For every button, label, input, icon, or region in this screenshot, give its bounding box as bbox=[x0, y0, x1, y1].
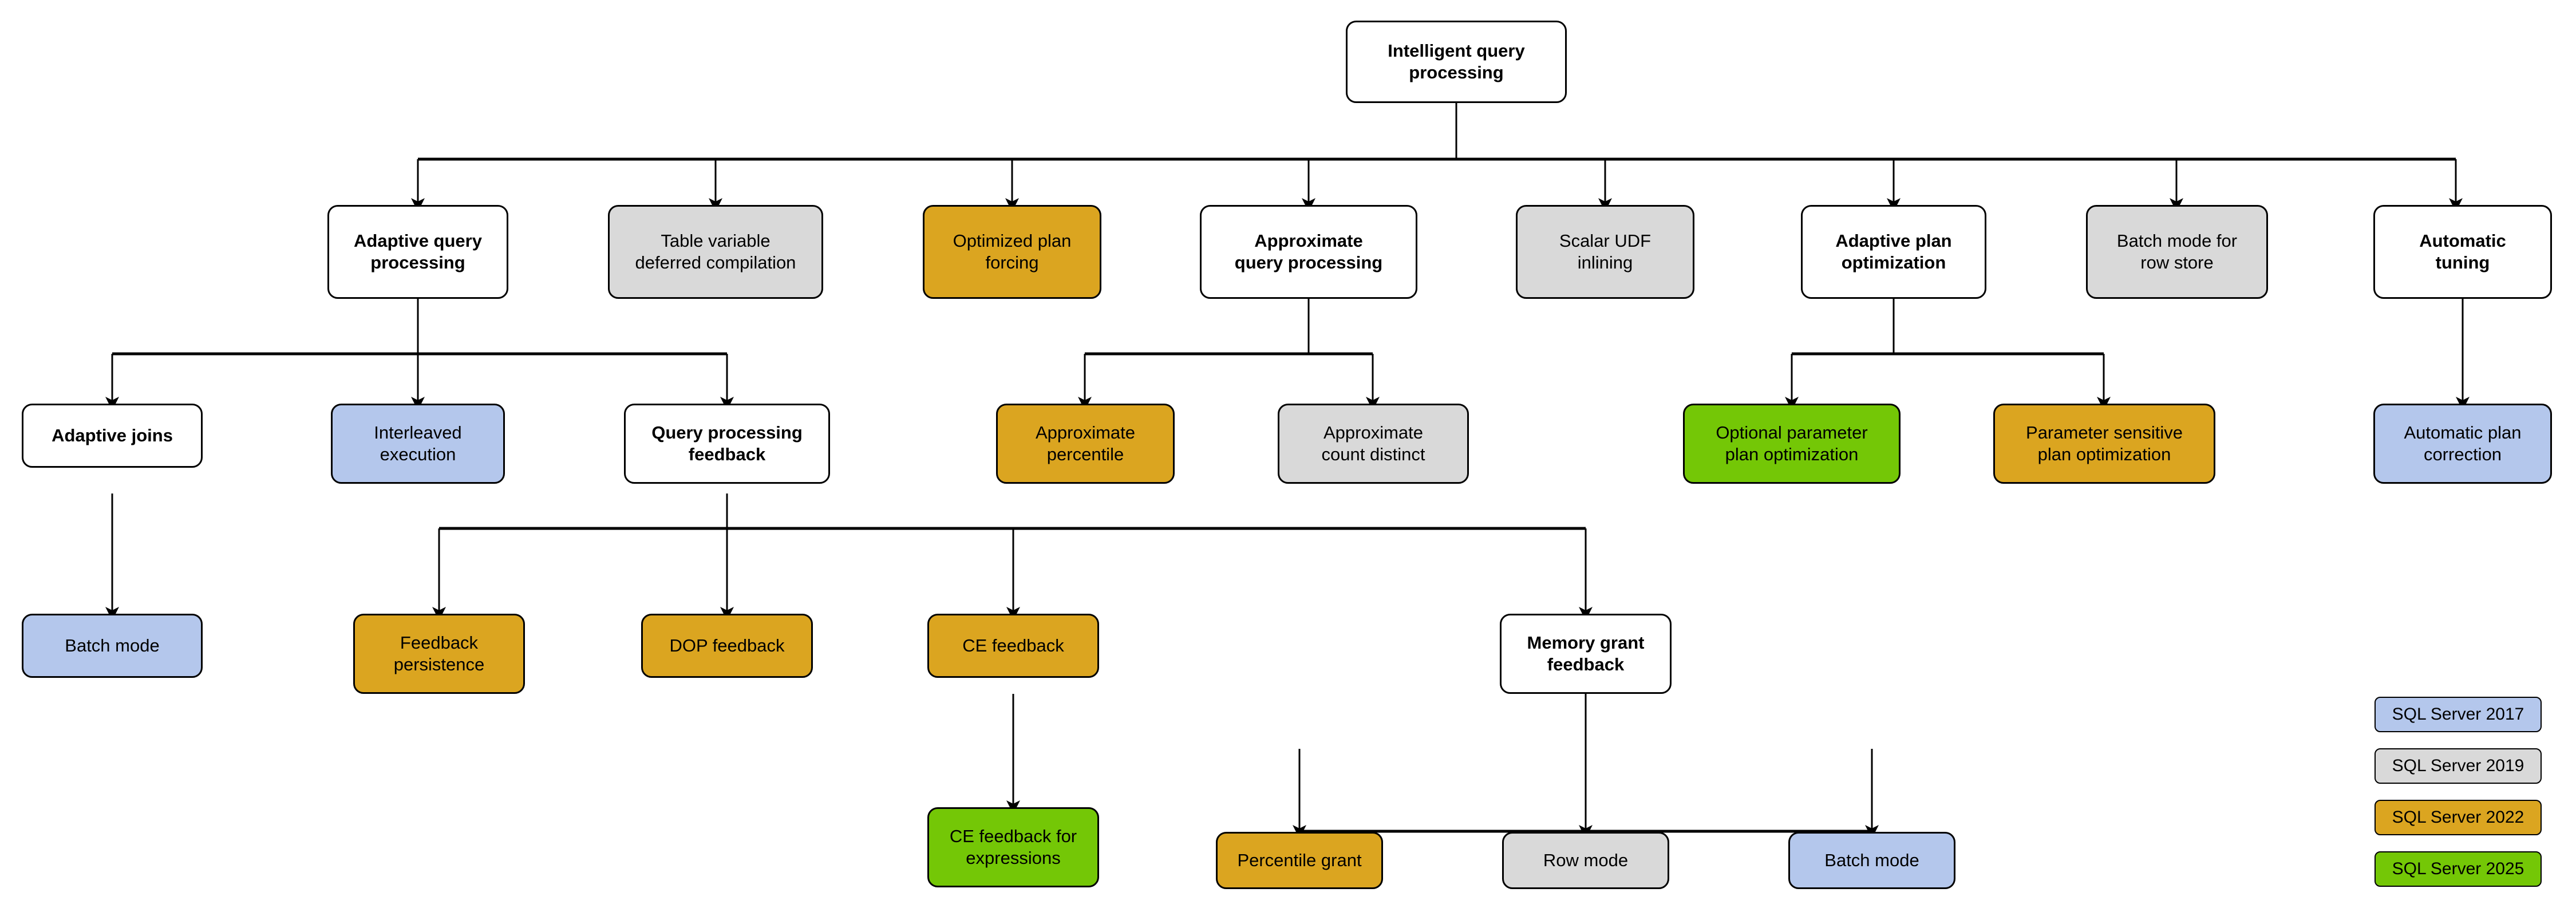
node-root[interactable]: Intelligent query processing bbox=[1346, 21, 1567, 103]
node-feedback-persistence-label: Feedback persistence bbox=[393, 633, 485, 674]
node-approximate-count-distinct[interactable]: Approximate count distinct bbox=[1278, 404, 1469, 484]
node-dop-feedback[interactable]: DOP feedback bbox=[641, 614, 813, 678]
node-adaptive-query-processing[interactable]: Adaptive query processing bbox=[327, 205, 508, 299]
node-approximate-percentile[interactable]: Approximate percentile bbox=[996, 404, 1175, 484]
node-optional-parameter-plan-optimization-label: Optional parameter plan optimization bbox=[1716, 423, 1868, 464]
node-batch-mode-adaptive-joins[interactable]: Batch mode bbox=[22, 614, 203, 678]
node-table-variable-deferred-compilation-label: Table variable deferred compilation bbox=[635, 231, 796, 273]
node-interleaved-execution-label: Interleaved execution bbox=[374, 423, 462, 464]
node-scalar-udf-inlining-label: Scalar UDF inlining bbox=[1559, 231, 1652, 273]
node-memory-grant-feedback-label: Memory grant feedback bbox=[1527, 633, 1645, 674]
node-automatic-tuning[interactable]: Automatic tuning bbox=[2373, 205, 2552, 299]
node-approximate-percentile-label: Approximate percentile bbox=[1035, 423, 1136, 464]
node-row-mode-label: Row mode bbox=[1543, 850, 1629, 871]
edge-group-adaptive-query-processing bbox=[105, 299, 734, 410]
node-query-processing-feedback-label: Query processing feedback bbox=[651, 423, 803, 464]
node-row-mode[interactable]: Row mode bbox=[1502, 832, 1669, 889]
legend-item-sql-server-2017[interactable]: SQL Server 2017 bbox=[2374, 697, 2542, 732]
node-automatic-plan-correction[interactable]: Automatic plan correction bbox=[2373, 404, 2552, 484]
node-memory-grant-feedback[interactable]: Memory grant feedback bbox=[1500, 614, 1672, 694]
node-batch-mode-adaptive-joins-label: Batch mode bbox=[65, 635, 160, 656]
node-approximate-query-processing-label: Approximate query processing bbox=[1234, 231, 1383, 273]
node-ce-feedback[interactable]: CE feedback bbox=[927, 614, 1099, 678]
node-feedback-persistence[interactable]: Feedback persistence bbox=[353, 614, 525, 694]
node-adaptive-joins[interactable]: Adaptive joins bbox=[22, 404, 203, 468]
node-adaptive-plan-optimization[interactable]: Adaptive plan optimization bbox=[1801, 205, 1986, 299]
node-optimized-plan-forcing[interactable]: Optimized plan forcing bbox=[923, 205, 1101, 299]
node-query-processing-feedback[interactable]: Query processing feedback bbox=[624, 404, 830, 484]
node-batch-mode-memory-grant-label: Batch mode bbox=[1824, 850, 1919, 871]
node-parameter-sensitive-plan-optimization-label: Parameter sensitive plan optimization bbox=[2026, 423, 2183, 464]
edge-group-adaptive-plan-optimization bbox=[1785, 299, 2111, 410]
legend-item-sql-server-2025-label: SQL Server 2025 bbox=[2392, 859, 2524, 878]
edge-group-memory-grant-feedback bbox=[1293, 694, 1879, 839]
legend-item-sql-server-2017-label: SQL Server 2017 bbox=[2392, 705, 2524, 724]
edge-group-root bbox=[411, 103, 2463, 212]
legend-item-sql-server-2022[interactable]: SQL Server 2022 bbox=[2374, 800, 2542, 835]
legend-item-sql-server-2025[interactable]: SQL Server 2025 bbox=[2374, 851, 2542, 887]
node-automatic-tuning-label: Automatic tuning bbox=[2419, 231, 2506, 273]
legend-item-sql-server-2019-label: SQL Server 2019 bbox=[2392, 756, 2524, 775]
node-ce-feedback-label: CE feedback bbox=[962, 635, 1064, 656]
node-batch-mode-for-row-store[interactable]: Batch mode for row store bbox=[2086, 205, 2268, 299]
node-adaptive-joins-label: Adaptive joins bbox=[52, 425, 173, 446]
node-percentile-grant[interactable]: Percentile grant bbox=[1216, 832, 1383, 889]
node-automatic-plan-correction-label: Automatic plan correction bbox=[2404, 423, 2522, 464]
edge-group-query-processing-feedback bbox=[432, 493, 1593, 621]
node-dop-feedback-label: DOP feedback bbox=[669, 635, 785, 656]
node-approximate-query-processing[interactable]: Approximate query processing bbox=[1200, 205, 1417, 299]
node-root-label: Intelligent query processing bbox=[1388, 41, 1525, 82]
legend-item-sql-server-2022-label: SQL Server 2022 bbox=[2392, 808, 2524, 827]
node-scalar-udf-inlining[interactable]: Scalar UDF inlining bbox=[1516, 205, 1694, 299]
node-parameter-sensitive-plan-optimization[interactable]: Parameter sensitive plan optimization bbox=[1993, 404, 2215, 484]
node-adaptive-plan-optimization-label: Adaptive plan optimization bbox=[1835, 231, 1952, 273]
node-percentile-grant-label: Percentile grant bbox=[1237, 850, 1362, 871]
node-interleaved-execution[interactable]: Interleaved execution bbox=[331, 404, 505, 484]
node-approximate-count-distinct-label: Approximate count distinct bbox=[1321, 423, 1425, 464]
node-optimized-plan-forcing-label: Optimized plan forcing bbox=[953, 231, 1072, 273]
node-adaptive-query-processing-label: Adaptive query processing bbox=[354, 231, 482, 273]
node-batch-mode-for-row-store-label: Batch mode for row store bbox=[2116, 231, 2238, 273]
edge-group-approximate-query-processing bbox=[1078, 299, 1380, 410]
node-ce-feedback-for-expressions-label: CE feedback for expressions bbox=[949, 826, 1077, 868]
legend-item-sql-server-2019[interactable]: SQL Server 2019 bbox=[2374, 748, 2542, 784]
node-table-variable-deferred-compilation[interactable]: Table variable deferred compilation bbox=[608, 205, 823, 299]
node-ce-feedback-for-expressions[interactable]: CE feedback for expressions bbox=[927, 807, 1099, 887]
node-optional-parameter-plan-optimization[interactable]: Optional parameter plan optimization bbox=[1683, 404, 1901, 484]
node-batch-mode-memory-grant[interactable]: Batch mode bbox=[1788, 832, 1955, 889]
